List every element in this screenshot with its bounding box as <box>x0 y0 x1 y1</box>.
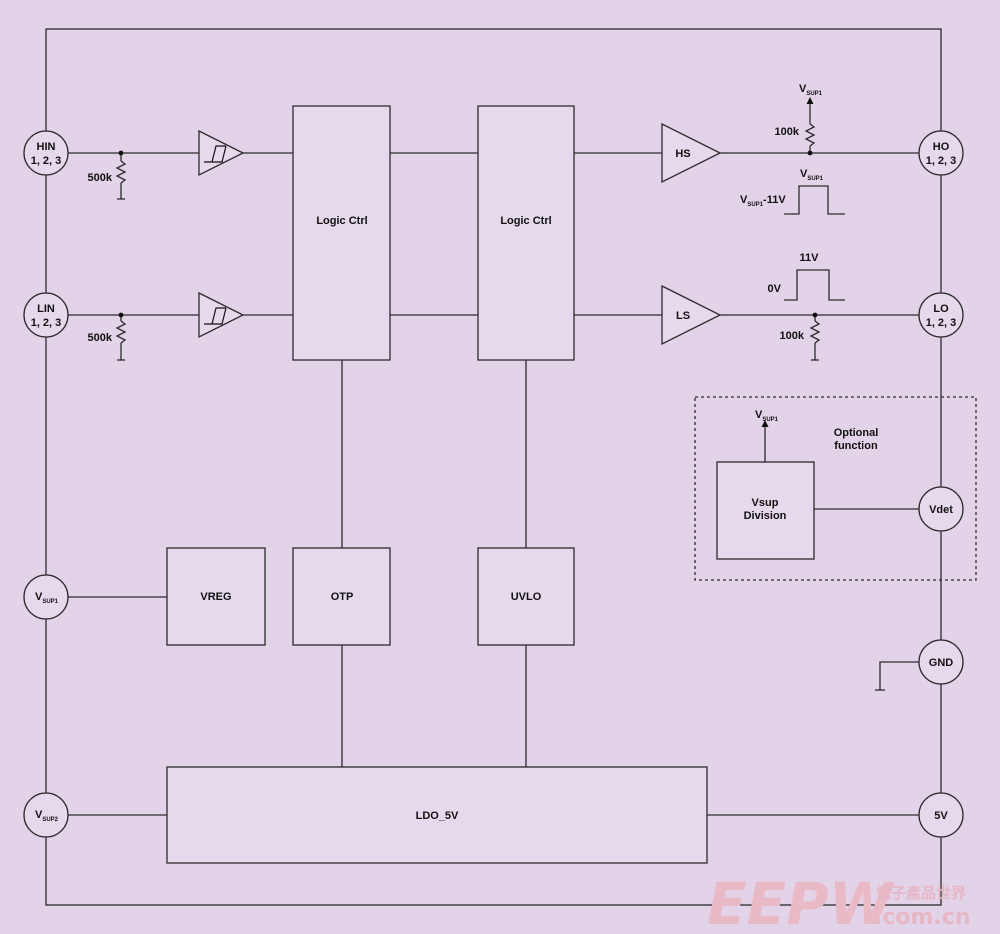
five-v-pin-label: 5V <box>934 810 948 822</box>
lin-junction <box>118 312 124 318</box>
lo-pin <box>918 292 964 338</box>
lin-hysteresis-icon-b <box>212 307 227 325</box>
ho-waveform-high-label: VSUP1 <box>800 168 824 182</box>
gnd-wire <box>879 661 919 690</box>
lin-pin-label: LIN <box>37 303 55 315</box>
hin-pin <box>23 130 69 176</box>
lo-pin-label: LO <box>933 303 949 315</box>
ls-label: LS <box>676 310 690 322</box>
hin-pin-numbers: 1, 2, 3 <box>31 155 62 167</box>
logic-ctrl-2-label: Logic Ctrl <box>500 215 551 227</box>
vdet-pin-label: Vdet <box>929 504 953 516</box>
vsup-division-block <box>716 461 815 560</box>
ho-pin-label: HO <box>933 141 950 153</box>
optional-function-box <box>694 396 977 581</box>
hin-hysteresis-icon-b <box>212 145 227 163</box>
lo-pin-numbers: 1, 2, 3 <box>926 317 957 329</box>
lo-resistor <box>809 320 821 344</box>
eepw-watermark: EEPW 電子產品世界 .com.cn <box>707 870 971 934</box>
lo-waveform-low-label: 0V <box>768 283 782 295</box>
ho-pin-numbers: 1, 2, 3 <box>926 155 957 167</box>
optional-function-label-line1: Optional <box>834 427 879 439</box>
otp-label: OTP <box>331 591 354 603</box>
hin-junction <box>118 150 124 156</box>
vsup-division-supply-label: VSUP1 <box>755 409 779 423</box>
lin-hysteresis-icon <box>204 307 226 325</box>
uvlo-label: UVLO <box>511 591 542 603</box>
vsup1-pin <box>23 574 69 620</box>
ldo-label: LDO_5V <box>416 810 459 822</box>
otp-block <box>292 547 391 646</box>
watermark-cn-text: 電子產品世界 <box>876 884 966 902</box>
lo-waveform-high-label: 11V <box>800 252 820 264</box>
hs-driver <box>661 122 722 184</box>
gnd-pin <box>918 639 964 685</box>
vdet-pin <box>918 486 964 532</box>
outer-frame <box>45 28 942 906</box>
ho-resistor <box>804 123 816 147</box>
logic-ctrl-block-1 <box>292 105 391 361</box>
ldo-block <box>166 766 708 864</box>
vsup-division-label-line2: Division <box>744 510 787 522</box>
vsup2-pin <box>23 792 69 838</box>
lo-junction <box>812 312 818 318</box>
ho-pin <box>918 130 964 176</box>
logic-ctrl-1-label: Logic Ctrl <box>316 215 367 227</box>
lin-pin-numbers: 1, 2, 3 <box>31 317 62 329</box>
lin-resistor-label: 500k <box>88 332 113 344</box>
hin-pin-label: HIN <box>37 141 56 153</box>
uvlo-block <box>477 547 575 646</box>
ho-waveform <box>784 185 845 215</box>
vsup-division-label-line1: Vsup <box>752 497 779 509</box>
hs-label: HS <box>675 148 690 160</box>
lin-schmitt-buffer <box>198 291 245 339</box>
lin-pin <box>23 292 69 338</box>
vsup2-pin-label: VSUP2 <box>35 809 59 823</box>
vreg-label: VREG <box>200 591 231 603</box>
ho-resistor-label: 100k <box>775 126 800 138</box>
ls-driver <box>661 284 722 346</box>
hin-hysteresis-icon <box>204 145 226 163</box>
lin-resistor <box>115 320 127 344</box>
optional-function-label-line2: function <box>834 440 878 452</box>
hin-resistor <box>115 160 127 184</box>
logic-ctrl-block-2 <box>477 105 575 361</box>
hin-resistor-label: 500k <box>88 172 113 184</box>
ho-supply-label: VSUP1 <box>799 83 823 97</box>
ho-junction <box>807 150 813 156</box>
vsup-division-supply-arrow-icon <box>761 420 769 427</box>
vsup1-pin-label: VSUP1 <box>35 591 59 605</box>
lo-waveform <box>784 269 845 301</box>
lo-resistor-label: 100k <box>780 330 805 342</box>
ho-waveform-low-label: VSUP1-11V <box>740 194 786 208</box>
vreg-block <box>166 547 266 646</box>
gnd-pin-label: GND <box>929 657 954 669</box>
watermark-url: .com.cn <box>874 905 971 930</box>
watermark-logo: EEPW <box>707 870 896 934</box>
five-v-pin <box>918 792 964 838</box>
hin-schmitt-buffer <box>198 129 245 177</box>
ho-supply-arrow-icon <box>806 97 814 104</box>
